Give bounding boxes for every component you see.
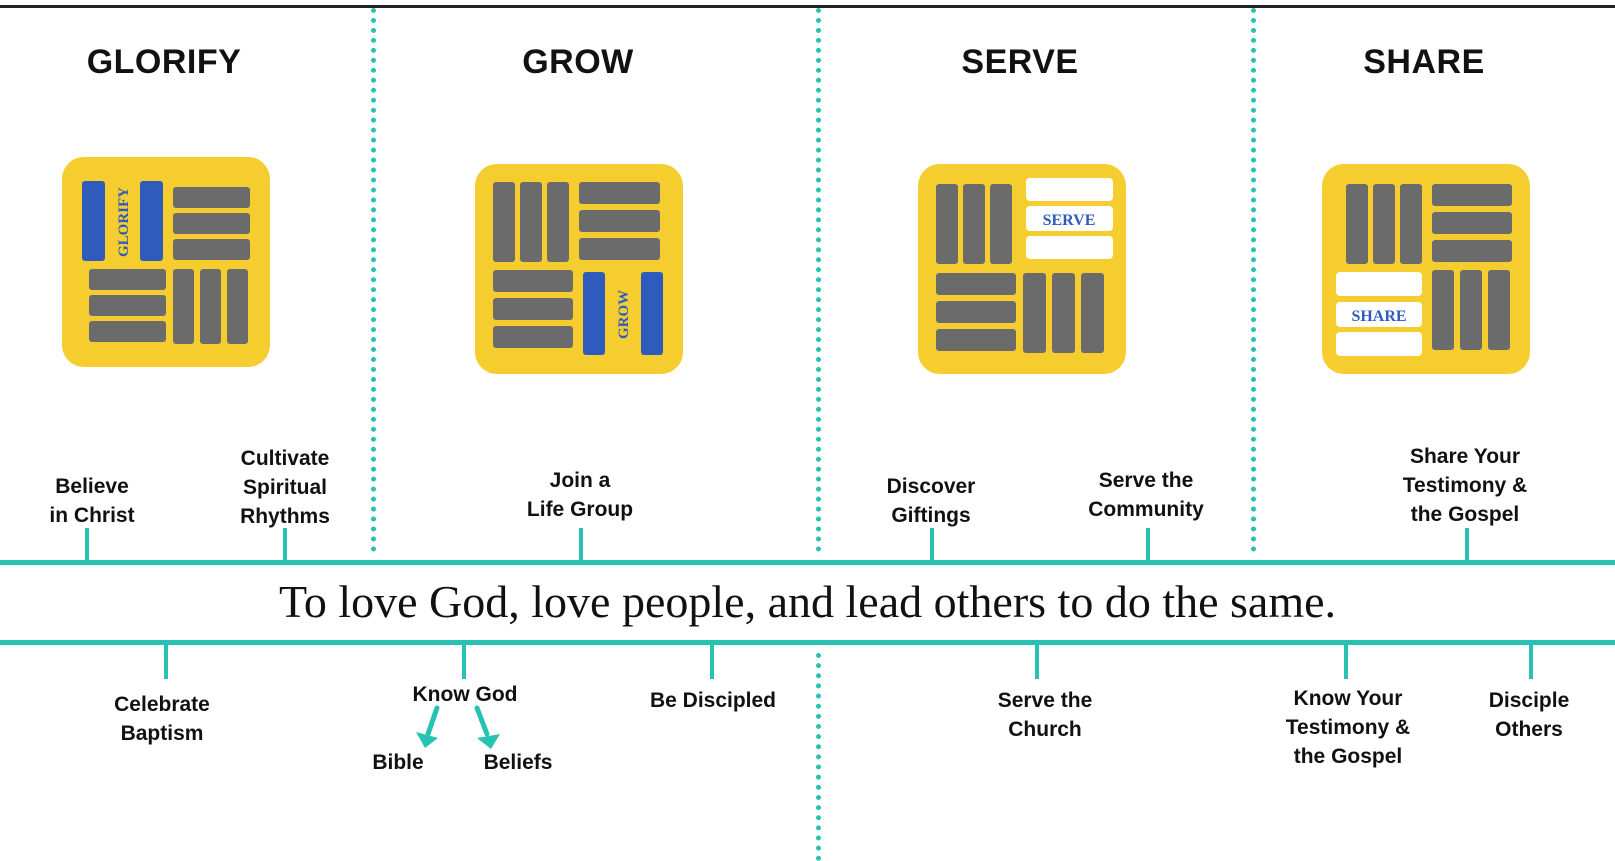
grow-grid-icon: GROW [475,164,683,379]
tick-discover [930,528,934,562]
tick-discipled [710,645,714,679]
glorify-icon-label: GLORIFY [116,187,132,257]
grow-icon-label: GROW [616,290,632,339]
step-celebrate-baptism: Celebrate Baptism [114,693,210,745]
step-discover-giftings: Discover Giftings [886,475,976,527]
divider-glorify-grow [371,8,376,552]
step-believe-in-christ: Believe in Christ [49,475,135,527]
divider-grow-serve [816,8,821,552]
tick-believe [85,528,89,562]
tick-know-god [462,645,466,679]
tick-community [1146,528,1150,562]
step-join-life-group: Join a Life Group [526,469,634,521]
serve-grid-icon: SERVE [918,164,1126,379]
step-cultivate-rhythms: Cultivate Spiritual Rhythms [240,447,330,528]
tick-disciple-others [1529,645,1533,679]
serve-icon-label: SERVE [1043,212,1096,229]
pillar-title-share: SHARE [1363,43,1485,81]
top-border [0,5,1615,8]
step-disciple-others: Disciple Others [1488,689,1570,741]
divider-serve-share [1251,8,1256,552]
timeline-lower-line [0,640,1615,645]
share-grid-icon: SHARE [1322,164,1530,379]
step-know-god: Know God [412,683,518,706]
tick-know-testimony [1344,645,1348,679]
divider-lower [816,653,821,861]
share-icon-label: SHARE [1351,308,1406,325]
step-beliefs: Beliefs [483,751,553,774]
step-serve-church: Serve the Church [997,689,1093,741]
tick-share-testimony [1465,528,1469,562]
glorify-grid-icon: GLORIFY [62,157,270,372]
mission-statement: To love God, love people, and lead other… [278,576,1337,627]
step-share-testimony: Share Your Testimony & the Gospel [1402,445,1528,526]
step-know-testimony: Know Your Testimony & the Gospel [1285,687,1411,768]
pillar-title-serve: SERVE [961,43,1079,81]
pillar-title-glorify: GLORIFY [86,43,242,81]
branch-arrows-icon [405,704,515,755]
step-bible: Bible [372,751,424,774]
pillar-title-grow: GROW [522,43,634,81]
tick-life-group [579,528,583,562]
tick-serve-church [1035,645,1039,679]
timeline-upper-line [0,560,1615,565]
tick-cultivate [283,528,287,562]
tick-baptism [164,645,168,679]
step-serve-community: Serve the Community [1088,469,1204,521]
step-be-discipled: Be Discipled [649,689,777,712]
